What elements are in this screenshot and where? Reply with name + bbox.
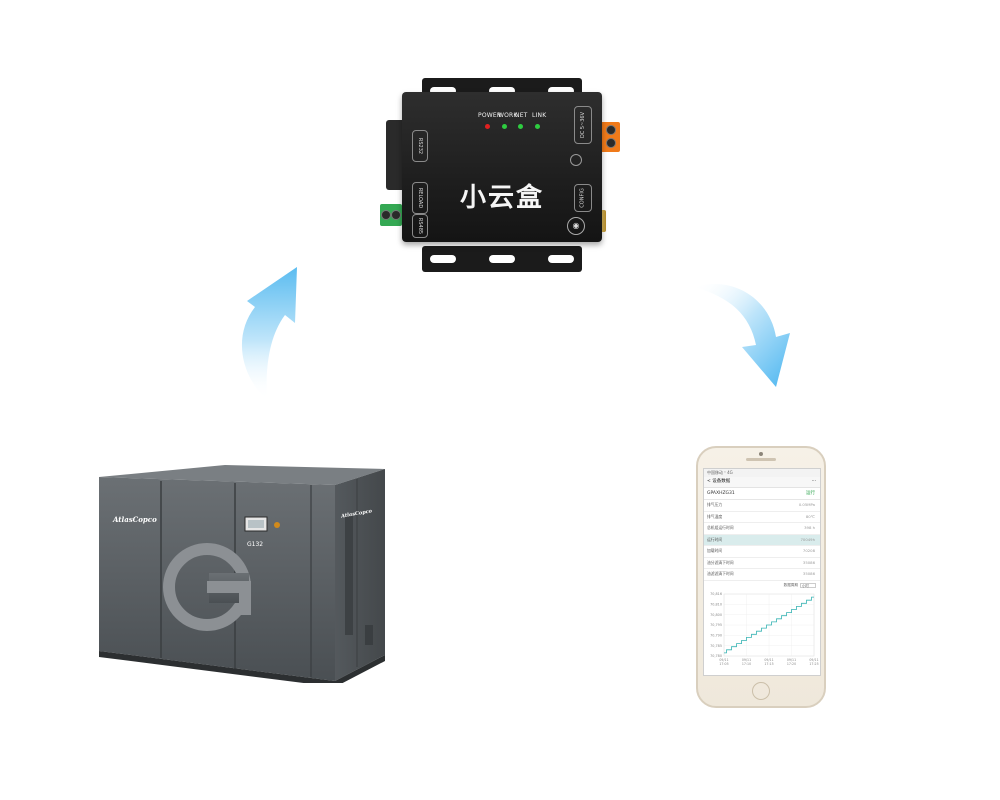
dc-power-label: DC 5~36V — [574, 106, 592, 144]
compressor-model-label: G132 — [247, 541, 264, 548]
rs485-port-label: RS485 — [412, 214, 428, 238]
rs232-port-label: RS232 — [412, 130, 428, 162]
reload-button-label: RELOAD — [412, 182, 428, 214]
chart-period-label: 数据周期 — [783, 582, 798, 587]
trend-chart-svg: 70,816 70,810 70,800 70,795 70,790 70,785 70,7… — [710, 592, 818, 666]
air-compressor: AtlasCopco AtlasCopco G132 — [95, 455, 387, 683]
gateway-device: POWER WORK NET LINK 小云盒 RS232 RELOAD RS4… — [378, 70, 628, 280]
chart-x-tick-date: 09/11 — [809, 658, 818, 662]
dc-jack-icon — [570, 154, 582, 166]
compressor-brand-label: AtlasCopco — [113, 515, 157, 524]
led-label-power: POWER — [478, 112, 502, 119]
home-button[interactable] — [752, 682, 770, 700]
chart-x-tick-label: 17:15 — [764, 662, 773, 666]
led-link — [535, 124, 540, 129]
chart-x-tick-date: 09/11 — [764, 658, 773, 662]
chart-y-tick-label: 70,816 — [710, 592, 722, 596]
nav-title: 设备数据 — [712, 479, 731, 484]
speaker-grille — [746, 458, 776, 461]
config-button-label: CONFIG — [574, 184, 592, 212]
rs485-terminal — [380, 204, 402, 226]
device-id: GPAXHZG31 — [707, 491, 735, 496]
device-header: GPAXHZG31 运行 — [704, 488, 820, 500]
arrow-up-icon — [241, 267, 297, 400]
led-label-net: NET — [515, 112, 528, 119]
chart-x-tick-label: 17:25 — [809, 662, 818, 666]
arrow-down-icon — [694, 283, 790, 387]
chart-x-tick-label: 17:10 — [742, 662, 751, 666]
chart-y-tick-label: 70,795 — [710, 623, 722, 627]
chart-y-tick-label: 70,785 — [710, 643, 722, 647]
led-net — [518, 124, 523, 129]
gateway-body: POWER WORK NET LINK 小云盒 RS232 RELOAD RS4… — [402, 92, 602, 242]
chart-period-select[interactable]: 小时 — [800, 582, 816, 588]
camera-icon — [759, 452, 763, 456]
chart-x-tick-date: 09/11 — [787, 658, 796, 662]
led-power — [485, 124, 490, 129]
gateway-bottom-flange — [422, 246, 582, 272]
chart-series-line — [724, 596, 814, 653]
chart-y-tick-label: 70,800 — [710, 612, 722, 616]
chart-x-tick-date: 09/11 — [719, 658, 728, 662]
back-icon[interactable]: < — [707, 479, 711, 484]
compressor-body — [99, 465, 385, 683]
led-label-work: WORK — [498, 112, 518, 119]
serial-port-connector — [386, 120, 406, 190]
status-bar: 中国移动 ⁿ 4G — [704, 469, 820, 477]
led-label-link: LINK — [532, 112, 547, 119]
chart-y-tick-label: 70,790 — [710, 633, 722, 637]
chart-x-tick-date: 09/11 — [742, 658, 751, 662]
chart-x-tick-label: 17:05 — [719, 662, 728, 666]
led-work — [502, 124, 507, 129]
chart-x-tick-label: 17:20 — [787, 662, 796, 666]
chart-y-tick-label: 70,810 — [710, 602, 722, 606]
chart-controls: 数据周期 小时 — [704, 581, 820, 590]
gateway-brand-title: 小云盒 — [460, 183, 545, 213]
power-terminal — [600, 122, 620, 152]
more-icon[interactable]: ··· — [811, 479, 816, 484]
trend-chart: 70,816 70,810 70,800 70,795 70,790 70,785 70,7… — [704, 590, 820, 670]
nfc-icon: ◉ — [567, 217, 585, 235]
chart-y-tick-label: 70,780 — [710, 654, 722, 658]
device-status-badge: 运行 — [806, 491, 815, 496]
app-nav-bar: < 设备数据 ··· — [704, 477, 820, 488]
